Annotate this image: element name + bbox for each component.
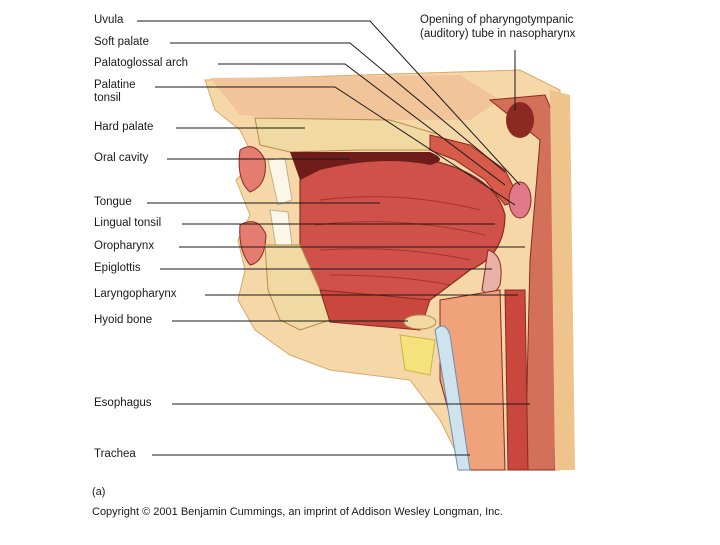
label-laryngopharynx: Laryngopharynx	[94, 288, 176, 301]
label-uvula: Uvula	[94, 14, 123, 27]
label-hyoid-bone: Hyoid bone	[94, 314, 152, 327]
copyright-text: Copyright © 2001 Benjamin Cummings, an i…	[92, 506, 503, 518]
label-soft-palate: Soft palate	[94, 36, 149, 49]
panel-label: (a)	[92, 486, 105, 498]
nasal-cavity	[210, 75, 500, 120]
label-oropharynx: Oropharynx	[94, 240, 154, 253]
hyoid-bone	[404, 315, 436, 329]
head-section	[205, 70, 575, 470]
label-tongue: Tongue	[94, 196, 132, 209]
esophagus	[505, 290, 528, 470]
label-oral-cavity: Oral cavity	[94, 152, 148, 165]
uvula	[509, 182, 531, 218]
label-epiglottis: Epiglottis	[94, 262, 141, 275]
label-esophagus: Esophagus	[94, 397, 152, 410]
label-palatine-tonsil-line2: tonsil	[94, 92, 121, 105]
fat-pad	[400, 335, 435, 375]
label-palatine-tonsil-line1: Palatine	[94, 79, 136, 92]
label-pharyngotympanic-line2: (auditory) tube in nasopharynx	[420, 28, 575, 41]
tube-opening	[506, 102, 534, 138]
label-hard-palate: Hard palate	[94, 121, 153, 134]
label-lingual-tonsil: Lingual tonsil	[94, 217, 161, 230]
label-trachea: Trachea	[94, 448, 136, 461]
label-palatoglossal-arch: Palatoglossal arch	[94, 57, 188, 70]
label-pharyngotympanic-line1: Opening of pharyngotympanic	[420, 14, 573, 27]
